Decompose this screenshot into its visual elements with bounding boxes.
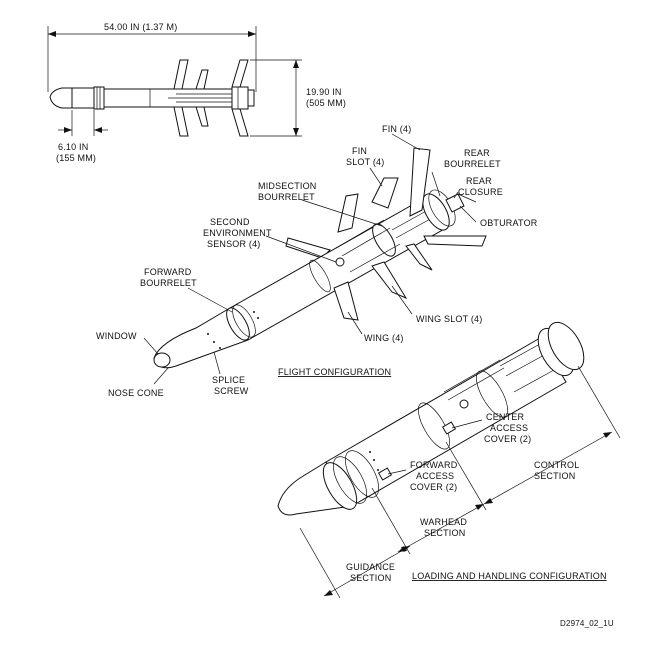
second-environment-sensor-label-1: SECOND: [210, 217, 250, 227]
span-label-2: (505 MM): [306, 98, 346, 108]
guidance-section-label-2: SECTION: [350, 573, 391, 583]
rear-bourrelet-label-1: REAR: [464, 148, 490, 158]
center-access-cover-label-1: CENTER: [486, 412, 525, 422]
forward-bourrelet-label-2: BOURRELET: [140, 278, 197, 288]
rear-closure-label-2: CLOSURE: [458, 187, 503, 197]
wing-slot-label: WING SLOT (4): [416, 314, 482, 324]
flight-configuration-title: FLIGHT CONFIGURATION: [278, 367, 391, 377]
figure-id: D2974_02_1U: [560, 619, 614, 628]
warhead-section-label-1: WARHEAD: [420, 517, 467, 527]
center-access-cover-label-2: ACCESS: [490, 423, 528, 433]
loading-configuration-drawing: [277, 321, 585, 516]
second-environment-sensor-label-3: SENSOR (4): [207, 239, 261, 249]
warhead-section-label-2: SECTION: [424, 528, 465, 538]
span-label-1: 19.90 IN: [306, 87, 342, 97]
center-access-cover-label-3: COVER (2): [484, 434, 531, 444]
fin-slot-label-2: SLOT (4): [346, 157, 384, 167]
loading-leaders: [387, 419, 483, 475]
flight-configuration-drawing: [153, 147, 487, 369]
forward-bourrelet-label-1: FORWARD: [144, 267, 192, 277]
midsection-bourrelet-label-1: MIDSECTION: [258, 181, 317, 191]
obturator-label: OBTURATOR: [480, 218, 538, 228]
window-label: WINDOW: [96, 331, 137, 341]
fin-slot-label-1: FIN: [352, 146, 367, 156]
top-view-drawing: [47, 26, 302, 137]
splice-screw-label-1: SPLICE: [212, 375, 245, 385]
forward-access-cover-label-1: FORWARD: [410, 460, 458, 470]
fin-label: FIN (4): [382, 124, 411, 134]
rear-closure-label-1: REAR: [466, 176, 492, 186]
guidance-section-label-1: GUIDANCE: [346, 562, 395, 572]
flight-leaders: [143, 133, 477, 385]
length-label: 54.00 IN (1.37 M): [104, 22, 177, 32]
diameter-label-1: 6.10 IN: [58, 142, 88, 152]
control-section-label-2: SECTION: [534, 471, 575, 481]
diameter-label-2: (155 MM): [56, 153, 96, 163]
section-dimensions: [299, 365, 621, 599]
nose-cone-label: NOSE CONE: [108, 388, 164, 398]
forward-access-cover-label-3: COVER (2): [410, 482, 457, 492]
wing-label: WING (4): [364, 333, 404, 343]
midsection-bourrelet-label-2: BOURRELET: [258, 192, 315, 202]
forward-access-cover-label-2: ACCESS: [416, 471, 454, 481]
second-environment-sensor-label-2: ENVIRONMENT: [203, 228, 272, 238]
control-section-label-1: CONTROL: [534, 460, 579, 470]
loading-configuration-title: LOADING AND HANDLING CONFIGURATION: [412, 571, 607, 581]
rear-bourrelet-label-2: BOURRELET: [444, 159, 501, 169]
splice-screw-label-2: SCREW: [214, 386, 249, 396]
